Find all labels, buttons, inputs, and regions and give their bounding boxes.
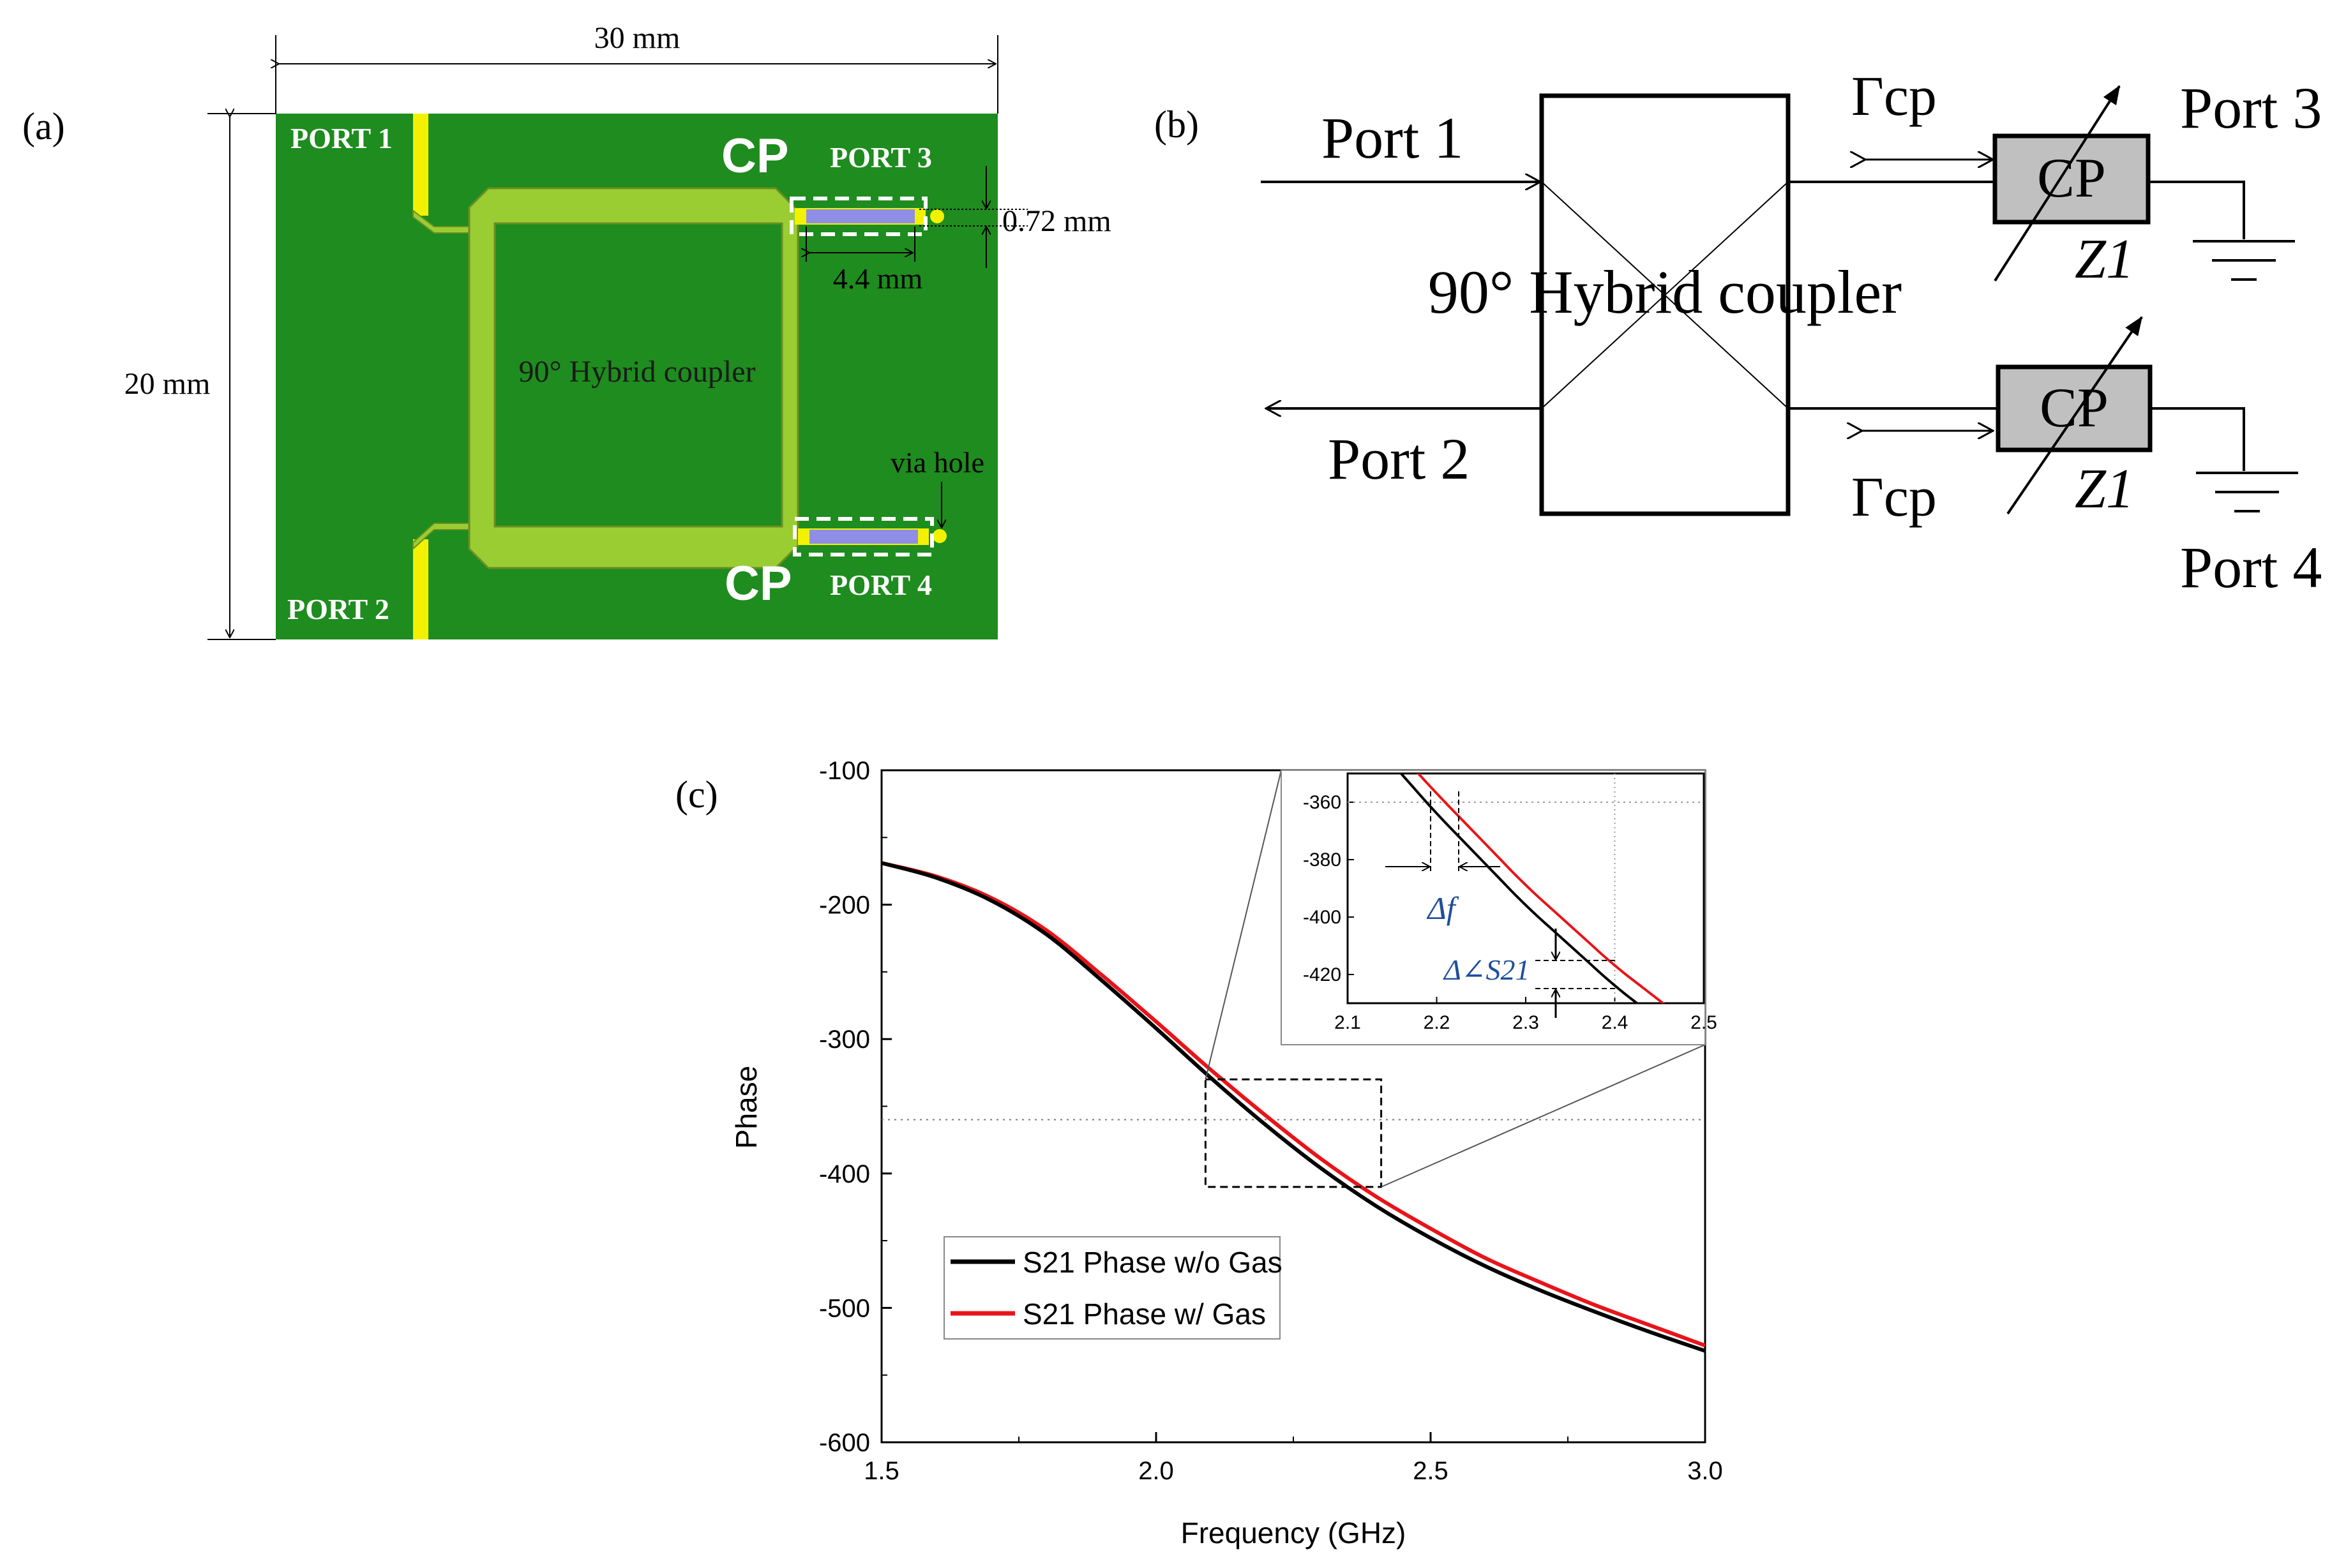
zoom-connector	[1381, 1044, 1706, 1188]
inset-y-tick-label: -380	[1303, 849, 1341, 870]
zoom-box	[1204, 1078, 1383, 1188]
y-tick-label: -600	[819, 1429, 870, 1457]
inset-series-line-with-gas	[1417, 773, 1666, 1003]
length-dimension: 4.4 mm	[833, 262, 923, 295]
x-tick-label: 1.5	[864, 1457, 899, 1485]
coupler-label: 90° Hybrid coupler	[518, 355, 755, 389]
legend-item-2: S21 Phase w/ Gas	[1023, 1297, 1266, 1331]
inset-y-tick-label: -400	[1303, 907, 1341, 928]
x-tick-label: 3.0	[1687, 1457, 1723, 1485]
port3-label-b: Port 3	[2180, 75, 2322, 140]
zoom-connector	[1205, 770, 1282, 1080]
coupler-box-label: 90° Hybrid coupler	[1428, 258, 1902, 326]
delta-phase-label: Δ∠S21	[1443, 953, 1530, 986]
y-tick-label: -300	[819, 1026, 870, 1054]
y-axis-label: Phase	[730, 1066, 763, 1149]
port3-label: PORT 3	[830, 141, 932, 174]
gap-dimension: 0.72 mm	[1002, 204, 1111, 238]
z-bottom: Z1	[2075, 458, 2134, 520]
panel-a-label: (a)	[22, 105, 65, 147]
port4-label: PORT 4	[830, 569, 932, 601]
panel-c: (c) 1.5 2.0 2.5 3.0 -100 -200 -300 -400 -500 -600…	[675, 757, 1723, 1549]
cp-outline-top	[790, 197, 928, 236]
inset-y-tick-label: -420	[1303, 964, 1341, 985]
port1-label-b: Port 1	[1321, 105, 1463, 170]
y-tick-label: -500	[819, 1294, 870, 1322]
y-tick-label: -400	[819, 1160, 870, 1188]
variable-arrow-bottom	[2006, 316, 2143, 515]
cp-outline-bottom	[793, 517, 934, 556]
via-hole-label: via hole	[891, 446, 984, 479]
variable-arrow-top	[1994, 85, 2121, 282]
via-hole-top	[930, 209, 944, 223]
width-dimension: 30 mm	[594, 21, 681, 55]
inset-x-tick-label: 2.4	[1602, 1012, 1628, 1033]
via-hole-bottom	[933, 529, 947, 543]
series-line-without-gas	[882, 861, 1705, 1353]
inset-x-tick-label: 2.2	[1424, 1012, 1450, 1033]
gamma-bottom: Γcp	[1851, 467, 1937, 528]
cp-block-bottom	[1996, 364, 2153, 452]
legend	[944, 1236, 1281, 1340]
port1-label: PORT 1	[290, 122, 393, 154]
zoom-region	[1204, 770, 1706, 1188]
cp-sensor-bottom	[809, 530, 918, 544]
inset-frame	[1281, 770, 1706, 1045]
port2-label: PORT 2	[287, 593, 389, 625]
port2-label-b: Port 2	[1328, 426, 1470, 491]
x-tick-label: 2.0	[1138, 1457, 1174, 1485]
series-line-with-gas	[882, 861, 1705, 1348]
panel-b-label: (b)	[1154, 103, 1199, 146]
z-top: Z1	[2075, 228, 2134, 290]
panel-a: (a) 30 mm 20 mm 90° Hybrid coupler P	[22, 21, 1111, 640]
gamma-top: Γcp	[1851, 66, 1937, 128]
main-axis-ticks: 1.5 2.0 2.5 3.0 -100 -200 -300 -400 -500 -600	[819, 757, 1723, 1485]
x-axis-label: Frequency (GHz)	[1181, 1516, 1406, 1549]
inset-y-tick-label: -360	[1303, 792, 1341, 813]
panel-c-label: (c)	[675, 773, 718, 816]
y-tick-label: -200	[819, 892, 870, 920]
inset-axis-ticks: 2.1 2.2 2.3 2.4 2.5 -360 -380 -400 -420	[1303, 773, 1717, 1033]
inset-series-line-without-gas	[1399, 773, 1639, 1003]
port1-feed	[413, 114, 428, 216]
coupler-box	[1539, 93, 1791, 516]
cp-sensor-top	[806, 209, 915, 223]
inset-x-tick-label: 2.5	[1690, 1012, 1717, 1033]
inset-series	[1399, 773, 1666, 1003]
height-dimension: 20 mm	[124, 367, 211, 401]
inset-x-tick-label: 2.1	[1334, 1012, 1361, 1033]
inset-x-tick-label: 2.3	[1512, 1012, 1539, 1033]
legend-item-1: S21 Phase w/o Gas	[1023, 1246, 1282, 1279]
cp-block-bottom-label: CP	[2040, 377, 2109, 439]
cp-label-bottom: CP	[725, 556, 792, 611]
x-tick-label: 2.5	[1413, 1457, 1448, 1485]
port4-label-b: Port 4	[2180, 535, 2322, 600]
cp-label-top: CP	[721, 129, 789, 183]
cp-block-top	[1992, 133, 2151, 225]
panel-b: (b) 90° Hybrid coupler Port 1 Port 2 Γcp…	[1154, 66, 2322, 600]
main-series	[882, 861, 1705, 1353]
port2-feed	[413, 539, 428, 639]
y-tick-label: -100	[819, 757, 870, 785]
delta-f-label: Δf	[1426, 890, 1459, 926]
